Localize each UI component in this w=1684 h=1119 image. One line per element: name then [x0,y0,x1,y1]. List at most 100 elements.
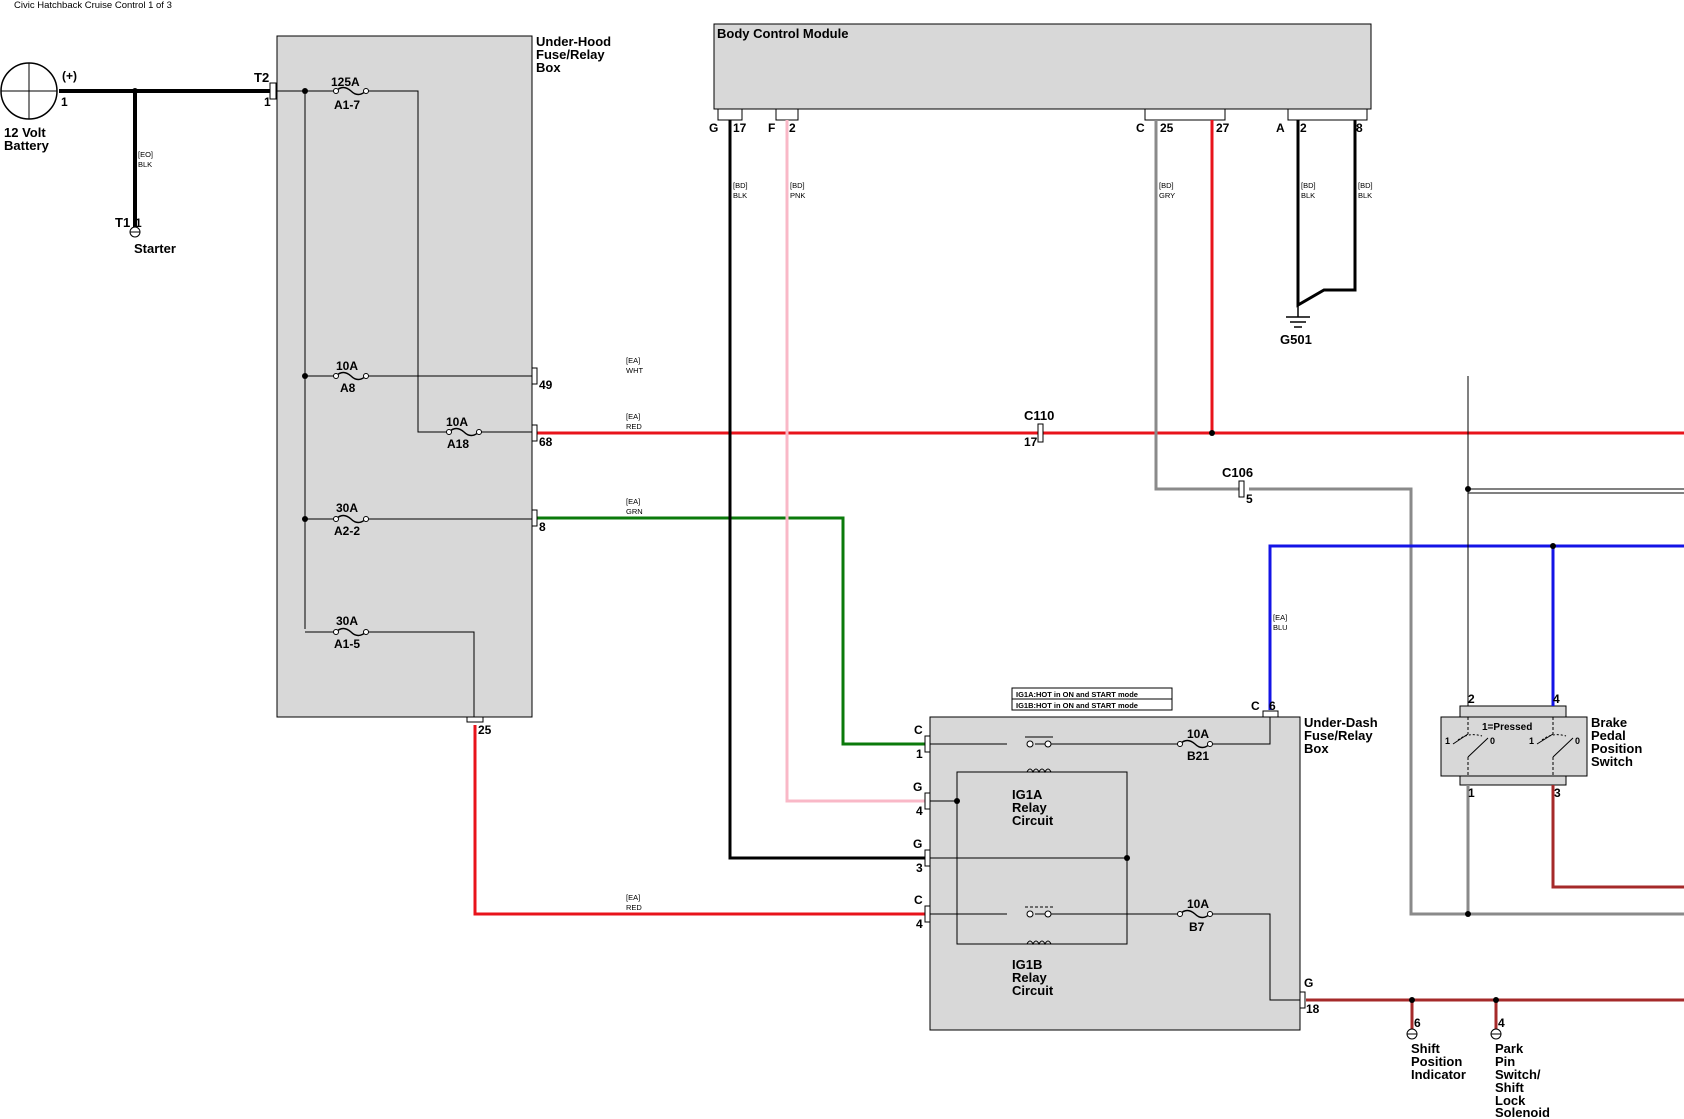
wire-blk-bcm-a [1296,120,1357,308]
ground-icon [1286,305,1310,328]
ud-conn-g3: G [913,837,922,851]
fuse-symbols [335,86,1211,919]
ud-conn-g4: G [913,780,922,794]
terminal-ends [129,226,1502,1040]
wire-blk-bcm17 [728,120,926,860]
red68-color: RED [626,422,642,431]
bcm-conn-g: G [709,121,718,135]
bcm-f2-code: [BD] [790,181,805,190]
ud-conn-c6: C [1251,699,1260,713]
battery-label-1: 12 Volt [4,125,46,140]
brake-switch-top-connector [1459,705,1567,718]
bcm-g17-code: [BD] [733,181,748,190]
brake-legend: 1=Pressed [1482,722,1532,733]
starter-wire-code: [EO] [138,150,153,159]
brake-switch-internals [1452,717,1574,776]
ud-pin-g18: 18 [1306,1002,1320,1016]
ud-conn-c4: C [914,893,923,907]
fuse-a1-7-rating: 125A [331,75,360,89]
under-dash-name-1: Under-Dash [1304,715,1378,730]
starter-terminal: T1 [115,215,130,230]
bcm-c25-color: GRY [1159,191,1175,200]
pin-68: 68 [539,435,553,449]
dest-shift-pin: 6 [1414,1016,1421,1030]
fuse-b21-id: B21 [1187,749,1209,763]
under-dash-fuse-box [929,716,1301,1031]
bcm-a8-color: BLK [1358,191,1372,200]
fuse-a18-id: A18 [447,437,469,451]
dest-park-pin: 4 [1498,1016,1505,1030]
under-dash-name-2: Fuse/Relay [1304,728,1373,743]
relay-ig1a-1: IG1A [1012,787,1043,802]
under-dash-circuitry [930,717,1302,1001]
ground-label: G501 [1280,332,1312,347]
c106-pin: 5 [1246,492,1253,506]
battery-label-2: Battery [4,138,50,153]
ud-pin-c4: 4 [916,917,923,931]
bcm-a2-code: [BD] [1301,181,1316,190]
red25-color: RED [626,903,642,912]
red25-code: [EA] [626,893,640,902]
bcm-name: Body Control Module [717,26,848,41]
wire-grn [537,516,926,746]
battery-icon [0,62,58,120]
relay-ig1b-2: Relay [1012,970,1047,985]
brake-pin-1: 1 [1468,786,1475,800]
dest-park-4: Shift [1495,1080,1525,1095]
connector-tabs [269,82,1306,1009]
bcm-pin-17: 17 [733,121,747,135]
bcm-conn-f: F [768,121,775,135]
fuse-b7-id: B7 [1189,920,1205,934]
grn-color: GRN [626,507,643,516]
brake-name-2: Pedal [1591,728,1626,743]
relay-contacts [1025,736,1053,946]
diagram-title: Civic Hatchback Cruise Control 1 of 3 [14,0,172,11]
c110-name: C110 [1024,408,1054,423]
ud-pin-1: 1 [916,747,923,761]
relay-ig1b-1: IG1B [1012,957,1042,972]
fuse-b21-rating: 10A [1187,727,1209,741]
brake-pin-4: 4 [1553,692,1560,706]
dest-park-1: Park [1495,1041,1524,1056]
wire-pnk [785,120,926,803]
bcm-g17-color: BLK [733,191,747,200]
under-hood-t2: T2 [254,70,269,85]
blu-code: [EA] [1273,613,1287,622]
fuse-b7-rating: 10A [1187,897,1209,911]
brake-name-4: Switch [1591,754,1633,769]
under-hood-name-3: Box [536,60,561,75]
dest-park-2: Pin [1495,1054,1515,1069]
c106-name: C106 [1222,465,1253,480]
bcm-pin-8: 8 [1356,121,1363,135]
ud-pin-c6: 6 [1269,699,1276,713]
brake-contact-l1: 1 [1445,736,1450,746]
ud-pin-g4: 4 [916,804,923,818]
dest-shift-3: Indicator [1411,1067,1466,1082]
brake-contact-r1: 1 [1529,736,1534,746]
brake-name-1: Brake [1591,715,1627,730]
fuse-a1-5-id: A1-5 [334,637,360,651]
fuse-a18-rating: 10A [446,415,468,429]
fuse-a1-7-id: A1-7 [334,98,360,112]
starter-pin: 1 [135,216,142,230]
bcm-pin-25: 25 [1160,121,1174,135]
battery-terminal: (+) [62,69,77,83]
ud-pin-g3: 3 [916,861,923,875]
bcm-conn-a: A [1276,121,1285,135]
pin-25: 25 [478,723,492,737]
body-control-module [713,23,1372,110]
bcm-connector-c [1144,108,1226,121]
starter-label: Starter [134,241,176,256]
brake-pin-3: 3 [1554,786,1561,800]
wire-dkred-brake-3 [1551,785,1684,889]
fuse-a1-5-rating: 30A [336,614,358,628]
brake-name-3: Position [1591,741,1642,756]
pin-49: 49 [539,378,553,392]
battery-pin: 1 [61,95,68,109]
blu-color: BLU [1273,623,1288,632]
note-box-2 [1011,698,1173,711]
ud-conn-g18: G [1304,976,1313,990]
wht-code: [EA] [626,356,640,365]
fuse-a8-id: A8 [340,381,356,395]
grn-code: [EA] [626,497,640,506]
